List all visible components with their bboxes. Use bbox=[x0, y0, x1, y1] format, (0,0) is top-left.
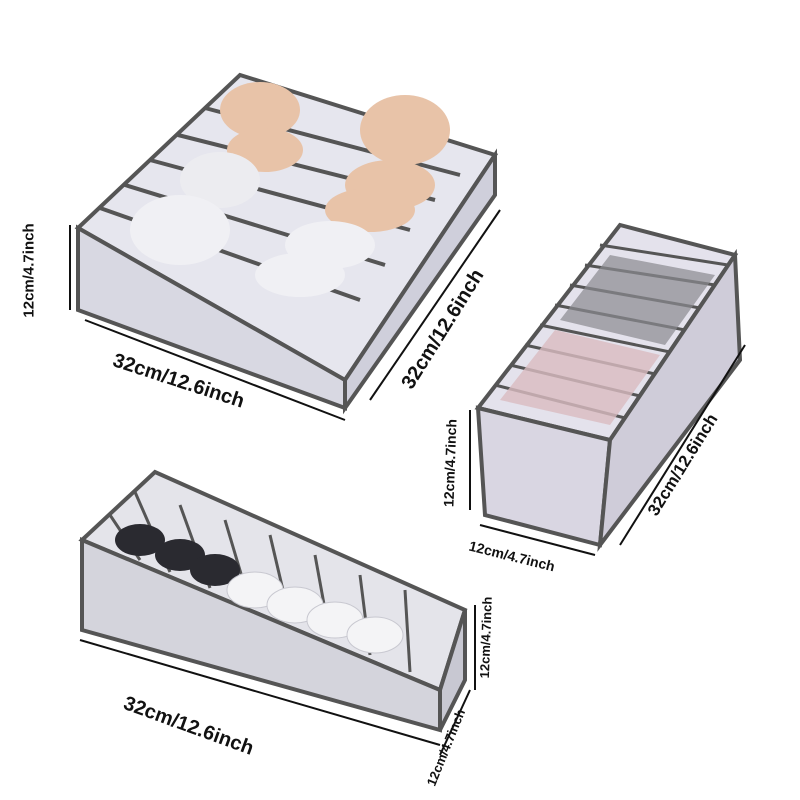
bra-organizer-height-label: 12cm/4.7inch bbox=[20, 223, 38, 318]
bra-organizer-box bbox=[74, 72, 499, 415]
sock-organizer-box bbox=[474, 222, 743, 552]
underwear-organizer-height-label: 12cm/4.7inch bbox=[476, 596, 495, 679]
underwear-organizer-box bbox=[78, 469, 468, 733]
sock-organizer-height-label: 12cm/4.7inch bbox=[440, 418, 460, 508]
dimension-lines bbox=[69, 209, 746, 756]
